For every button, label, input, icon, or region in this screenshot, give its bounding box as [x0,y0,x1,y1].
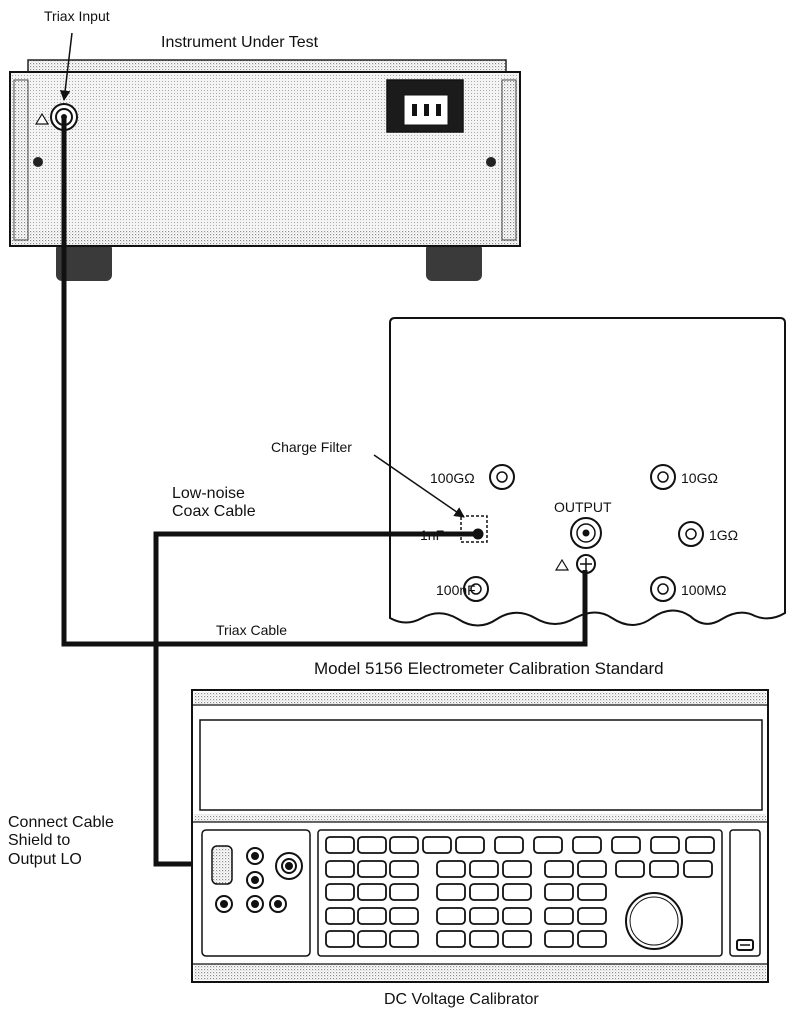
warning-icon-output [554,558,570,571]
instrument-under-test [9,59,521,281]
triax-input-arrow [59,32,73,102]
calibrator-title: DC Voltage Calibrator [384,991,539,1008]
instrument-title: Instrument Under Test [161,34,319,51]
calibration-standard [389,317,786,627]
standard-panel [389,317,786,627]
coax-cable-label: Low-noise Coax Cable [172,485,256,521]
calibrator-binding-posts [215,847,303,913]
terminal-100g-jack [489,464,515,490]
instrument-screw-right [486,157,496,167]
instrument-foot-right [426,243,482,281]
calibrator-side-panel [729,829,761,957]
calibrator-keys [325,836,715,948]
charge-filter-label: Charge Filter [271,439,352,455]
dc-voltage-calibrator [191,689,769,983]
terminal-10g-label: 10GΩ [681,470,718,486]
cable-shield-note: Connect Cable Shield to Output LO [8,814,114,868]
terminal-100nf-label: 100nF [436,582,476,598]
standard-title: Model 5156 Electrometer Calibration Stan… [314,659,664,678]
terminal-100g-label: 100GΩ [430,470,475,486]
instrument-screw-left [33,157,43,167]
instrument-handle-right [501,79,517,241]
calibrator-top-band [194,692,766,704]
charge-filter-arrow [373,454,465,518]
instrument-bottom-band [12,230,518,245]
terminal-1nf-label: 1nF [420,527,445,543]
output-label: OUTPUT [554,499,612,515]
triax-input-label: Triax Input [44,8,110,24]
charge-filter [460,515,488,543]
terminal-10g-jack [650,464,676,490]
instrument-handle-left [13,79,29,241]
instrument-foot-left [56,243,112,281]
terminal-1g-label: 1GΩ [709,527,739,543]
calibrator-display [199,719,763,811]
terminal-100nf-jack [463,576,489,602]
warning-icon [34,112,50,125]
output-connector [570,517,602,549]
terminal-100m-label: 100MΩ [681,582,727,598]
output-lo-terminal [211,845,233,885]
calibrator-knob [625,892,683,950]
terminal-1g-jack [678,521,704,547]
triax-cable-label: Triax Cable [216,622,288,638]
terminal-100m-jack [650,576,676,602]
triax-cable [61,117,588,647]
